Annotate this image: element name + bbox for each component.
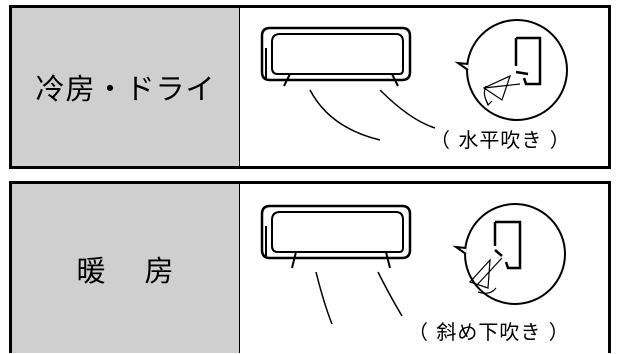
airflow-caption: （ 斜め下吹き ）	[408, 320, 570, 344]
louver-detail-icon	[452, 203, 566, 305]
mode-label-part: 暖	[76, 253, 107, 288]
mode-label-cell: 冷房・ドライ	[12, 8, 240, 166]
mode-label-part: 房	[144, 253, 175, 288]
mode-label-cell: 暖房	[12, 184, 240, 353]
louver-detail-icon	[454, 19, 568, 121]
mode-label: 冷房・ドライ	[35, 72, 216, 106]
mode-label: 暖房	[76, 248, 174, 290]
illustration-area: （ 水平吹き ）	[240, 8, 608, 166]
cooling-dry-panel: 冷房・ドライ （	[9, 5, 611, 169]
illustration-area: （ 斜め下吹き ）	[240, 184, 608, 353]
airflow-caption: （ 水平吹き ）	[430, 128, 571, 152]
heating-panel: 暖房 （ 斜め下吹き ）	[9, 181, 611, 353]
air-conditioner-icon	[260, 203, 566, 325]
air-conditioner-icon	[260, 19, 568, 141]
